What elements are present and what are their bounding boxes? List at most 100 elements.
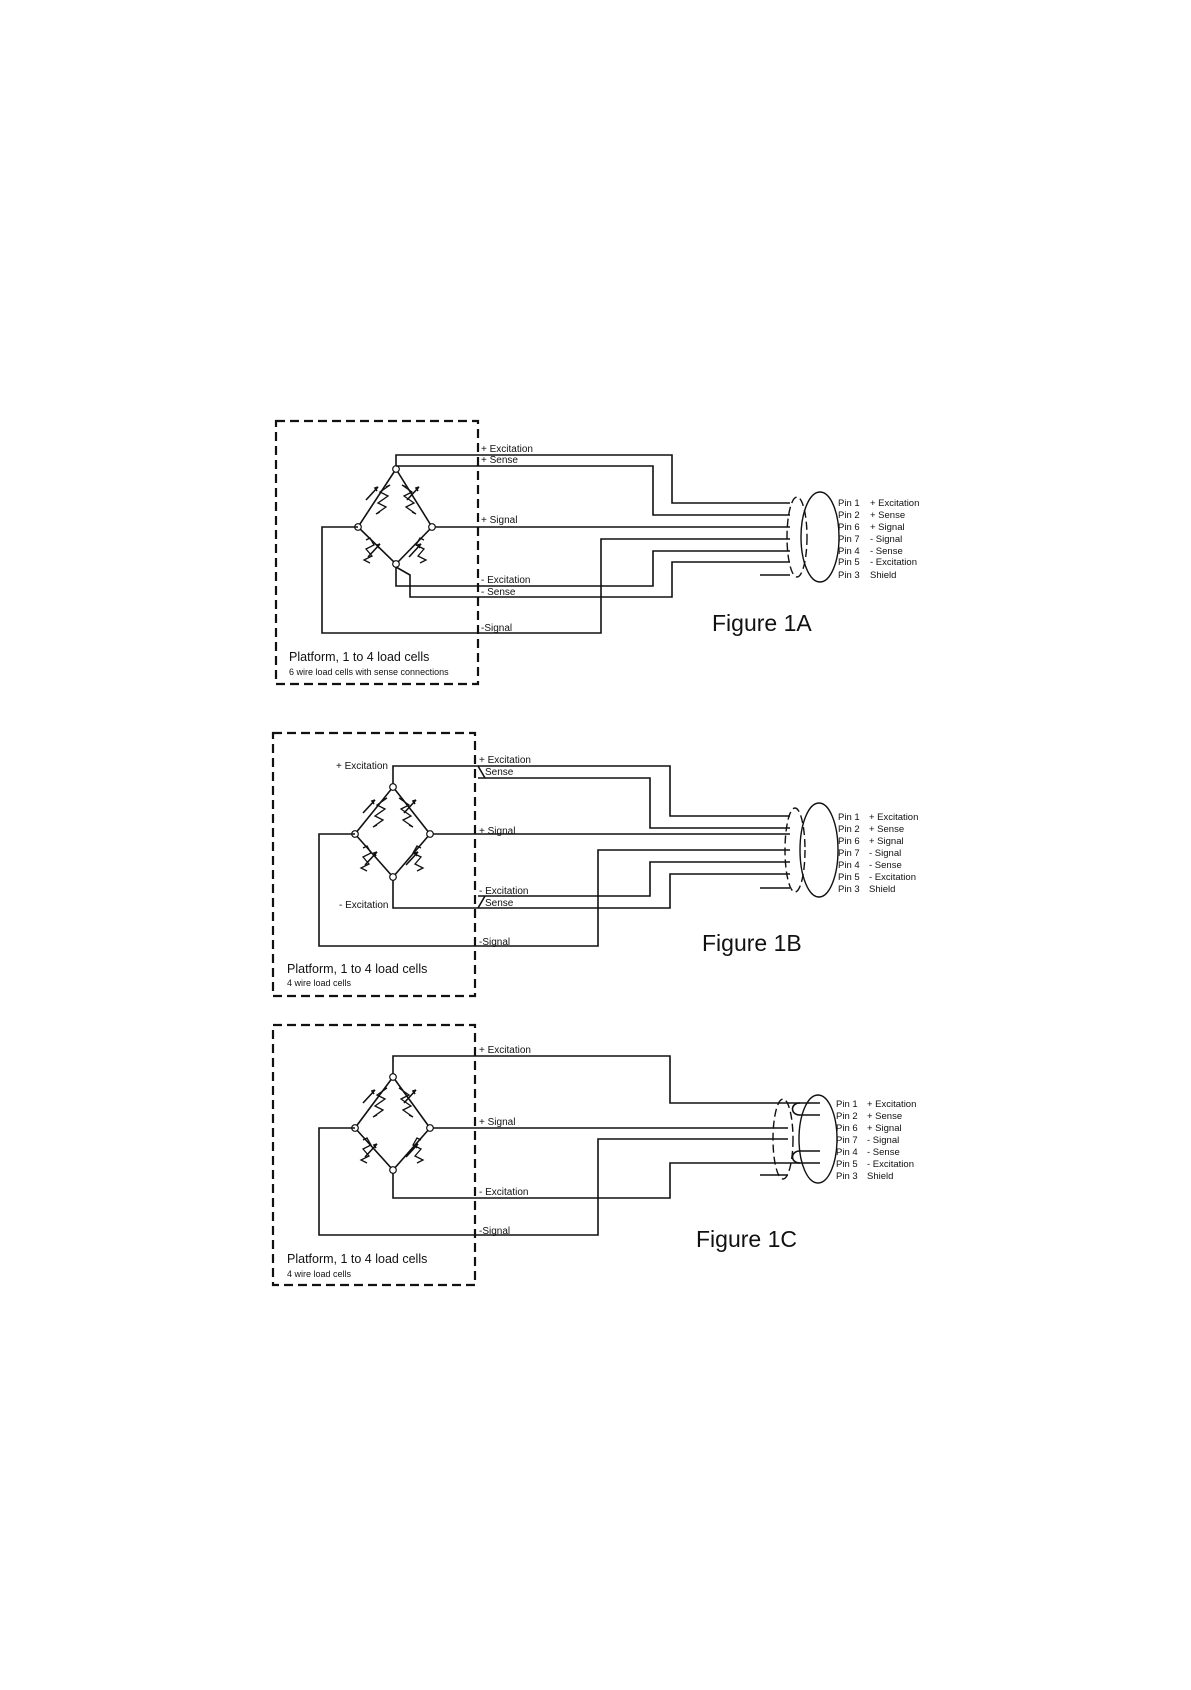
pin-function: - Signal <box>869 848 901 859</box>
jumper-minus-sense <box>477 895 486 909</box>
platform-title: Platform, 1 to 4 load cells <box>287 962 427 976</box>
label-minus-signal: -Signal <box>479 937 510 948</box>
pin-function: + Signal <box>870 522 905 533</box>
pin-function: - Signal <box>870 534 902 545</box>
label-bridge-bottom: - Excitation <box>339 900 388 911</box>
node-bottom <box>392 560 400 568</box>
pin-list: Pin 1+ Excitation Pin 2+ Sense Pin 6+ Si… <box>836 1099 916 1182</box>
cable-shield-inner <box>772 1098 794 1180</box>
pin-number: Pin 5 <box>838 557 860 568</box>
node-bottom <box>389 873 397 881</box>
label-minus-signal: -Signal <box>481 623 512 634</box>
pin-number: Pin 4 <box>838 860 860 871</box>
node-top <box>389 1073 397 1081</box>
label-minus-excitation: - Excitation <box>479 1187 528 1198</box>
pin-number: Pin 3 <box>836 1171 858 1182</box>
pin-number: Pin 2 <box>838 510 860 521</box>
label-minus-signal: -Signal <box>479 1226 510 1237</box>
label-plus-sense: Sense <box>485 767 514 778</box>
pin-function: + Signal <box>867 1123 902 1134</box>
label-plus-excitation: + Excitation <box>479 1045 531 1056</box>
node-right <box>428 523 436 531</box>
cable-shield-inner <box>786 496 808 578</box>
pin-number: Pin 7 <box>836 1135 858 1146</box>
pin-number: Pin 6 <box>838 522 860 533</box>
load-cell-bridge <box>351 783 434 881</box>
pin-function: - Sense <box>870 546 903 557</box>
label-minus-sense: - Sense <box>481 587 516 598</box>
load-cell-bridge <box>354 465 436 568</box>
pin-function: + Excitation <box>870 498 919 509</box>
pin-function: - Excitation <box>870 557 917 568</box>
wire-plus-excitation <box>392 1055 788 1104</box>
wire-plus-excitation <box>392 765 790 817</box>
pin-number: Pin 5 <box>836 1159 858 1170</box>
figure-1b: + Excitation - Excitation + Excitation S… <box>271 731 918 998</box>
pin-function: + Sense <box>870 510 905 521</box>
pin-function: Shield <box>870 570 896 581</box>
platform-subtitle: 4 wire load cells <box>287 1269 352 1279</box>
label-minus-sense: Sense <box>485 898 514 909</box>
figure-1c: + Excitation + Signal - Excitation -Sign… <box>271 1023 916 1287</box>
platform-box <box>274 419 480 686</box>
label-plus-signal: + Signal <box>479 826 515 837</box>
pin-number: Pin 5 <box>838 872 860 883</box>
pin-number: Pin 2 <box>836 1111 858 1122</box>
figure-1a: + Excitation + Sense + Signal - Excitati… <box>274 419 919 686</box>
pin-function: + Sense <box>867 1111 902 1122</box>
node-bottom <box>389 1166 397 1174</box>
pin-function: - Sense <box>869 860 902 871</box>
wire-minus-excitation <box>392 1162 788 1199</box>
load-cell-bridge <box>351 1073 434 1174</box>
label-plus-sense: + Sense <box>481 455 518 466</box>
wire-plus-sense <box>396 465 790 516</box>
platform-box <box>271 1023 477 1287</box>
platform-subtitle: 6 wire load cells with sense connections <box>289 667 449 677</box>
node-right <box>426 830 434 838</box>
pin-list: Pin 1 + Excitation Pin 2 + Sense Pin 6 + Si… <box>838 498 919 581</box>
wire-minus-signal <box>321 526 790 634</box>
wire-minus-signal <box>318 833 790 947</box>
pin-function: + Sense <box>869 824 904 835</box>
wire-minus-sense <box>395 550 790 587</box>
pin-number: Pin 2 <box>838 824 860 835</box>
pin-function: - Sense <box>867 1147 900 1158</box>
platform-title: Platform, 1 to 4 load cells <box>289 650 429 664</box>
pin-number: Pin 7 <box>838 534 860 545</box>
pin-function: Shield <box>869 884 895 895</box>
pin-function: - Excitation <box>869 872 916 883</box>
pin-function: + Excitation <box>867 1099 916 1110</box>
pin-number: Pin 4 <box>836 1147 858 1158</box>
pin-number: Pin 6 <box>838 836 860 847</box>
pin-number: Pin 6 <box>836 1123 858 1134</box>
figure-caption: Figure 1B <box>702 930 802 956</box>
pin-function: - Signal <box>867 1135 899 1146</box>
pin-number: Pin 3 <box>838 570 860 581</box>
figure-caption: Figure 1C <box>696 1226 797 1252</box>
wire-minus-sense <box>478 861 790 897</box>
pin-list: Pin 1 + Excitation Pin 2 + Sense Pin 6 + Si… <box>838 812 918 895</box>
jumper-plus-sense <box>477 765 486 779</box>
wire-plus-sense <box>478 777 790 829</box>
pin-number: Pin 1 <box>838 498 860 509</box>
label-bridge-top: + Excitation <box>336 761 388 772</box>
label-minus-excitation: - Excitation <box>479 886 528 897</box>
pin-function: Shield <box>867 1171 893 1182</box>
label-plus-excitation: + Excitation <box>481 444 533 455</box>
pin-function: + Excitation <box>869 812 918 823</box>
platform-title: Platform, 1 to 4 load cells <box>287 1252 427 1266</box>
wire-minus-signal <box>318 1127 788 1236</box>
node-right <box>426 1124 434 1132</box>
pin-number: Pin 1 <box>838 812 860 823</box>
pin-number: Pin 3 <box>838 884 860 895</box>
label-plus-signal: + Signal <box>479 1117 515 1128</box>
pin-function: - Excitation <box>867 1159 914 1170</box>
wire-minus-excitation <box>395 561 790 598</box>
platform-box <box>271 731 477 998</box>
label-plus-excitation: + Excitation <box>479 755 531 766</box>
pin-function: + Signal <box>869 836 904 847</box>
label-plus-signal: + Signal <box>481 515 517 526</box>
cable-shield-outer <box>800 491 840 583</box>
pin-number: Pin 7 <box>838 848 860 859</box>
